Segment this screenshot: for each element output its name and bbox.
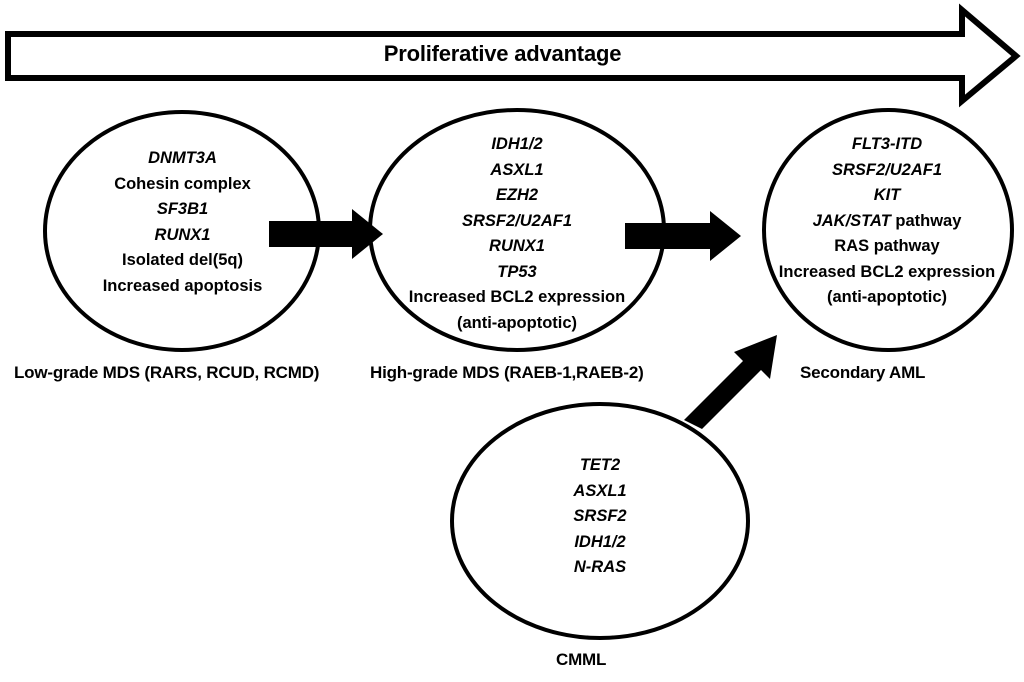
- gene-line-italic-part: JAK/STAT: [812, 211, 891, 230]
- node-content-low-grade-mds: DNMT3A Cohesin complex SF3B1 RUNX1 Isola…: [45, 146, 320, 299]
- node-content-cmml: TET2 ASXL1 SRSF2 IDH1/2 N-RAS: [452, 453, 748, 581]
- diagonal-up-right-arrow-icon-cmml-to-aml: [684, 335, 777, 429]
- gene-line: Isolated del(5q): [121, 251, 244, 269]
- gene-line: ASXL1: [573, 481, 627, 500]
- gene-line: (anti-apoptotic): [826, 288, 948, 306]
- node-content-high-grade-mds: IDH1/2 ASXL1 EZH2 SRSF2/U2AF1 RUNX1 TP53…: [368, 132, 666, 336]
- gene-line: RAS pathway: [834, 237, 940, 255]
- gene-line: SRSF2/U2AF1: [461, 211, 573, 230]
- node-label-cmml: CMML: [556, 650, 607, 669]
- gene-line: IDH1/2: [491, 135, 543, 153]
- gene-line: KIT: [873, 186, 901, 204]
- gene-line: Cohesin complex: [114, 174, 251, 193]
- node-content-secondary-aml: FLT3-ITD SRSF2/U2AF1 KIT JAK/STAT pathwa…: [762, 132, 1012, 311]
- gene-line: SRSF2: [573, 507, 627, 525]
- node-label-secondary-aml: Secondary AML: [800, 363, 926, 382]
- gene-line: Increased BCL2 expression: [778, 262, 996, 281]
- node-label-low-grade-mds: Low-grade MDS (RARS, RCUD, RCMD): [14, 363, 320, 382]
- gene-line: Increased apoptosis: [102, 276, 263, 295]
- banner-title: Proliferative advantage: [383, 41, 622, 66]
- gene-line: RUNX1: [489, 237, 545, 255]
- gene-line-normal-part: pathway: [890, 211, 962, 230]
- gene-line: EZH2: [495, 186, 539, 204]
- gene-line: (anti-apoptotic): [456, 313, 578, 332]
- gene-line: DNMT3A: [148, 149, 217, 167]
- gene-line: FLT3-ITD: [851, 135, 923, 153]
- gene-line: TP53: [497, 262, 537, 281]
- gene-line: Increased BCL2 expression: [408, 288, 626, 306]
- gene-line: SF3B1: [156, 200, 209, 218]
- gene-line: ASXL1: [490, 160, 544, 179]
- gene-line: RUNX1: [154, 225, 211, 244]
- gene-line: TET2: [579, 456, 621, 474]
- gene-line: N-RAS: [573, 558, 627, 576]
- gene-line-mixed: JAK/STAT pathway: [762, 209, 1012, 235]
- gene-line: SRSF2/U2AF1: [831, 160, 943, 179]
- gene-line: IDH1/2: [574, 532, 626, 551]
- node-label-high-grade-mds: High-grade MDS (RAEB-1,RAEB-2): [370, 363, 644, 382]
